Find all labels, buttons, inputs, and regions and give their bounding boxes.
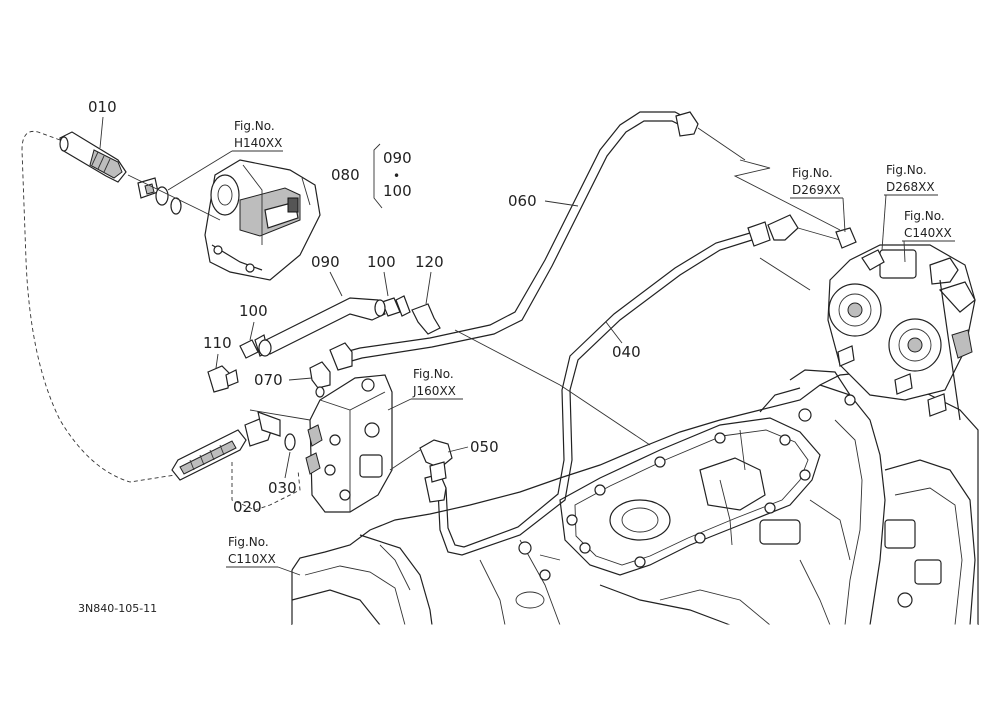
fig-ref-c110-code: C110XX (228, 552, 276, 566)
elbow-070 (309, 361, 331, 398)
callout-080: 080 (331, 166, 360, 184)
hydraulic-block (827, 227, 976, 421)
pipe-040 (424, 214, 841, 556)
callout-060: 060 (508, 192, 537, 210)
hose-090 (258, 297, 386, 357)
fig-ref-j160-label: Fig.No. (413, 367, 454, 381)
elbow-110 (207, 365, 239, 393)
transmission-housing (291, 369, 979, 626)
callout-030: 030 (268, 479, 297, 497)
fig-ref-j160-code: J160XX (412, 384, 456, 398)
hydraulic-pump (204, 159, 321, 281)
callout-020: 020 (233, 498, 262, 516)
fig-ref-d269-code: D269XX (792, 183, 841, 197)
callout-080-item-100: 100 (383, 182, 412, 200)
fig-ref-d269-label: Fig.No. (792, 166, 833, 180)
callout-120: 120 (415, 253, 444, 271)
fig-ref-c140-label: Fig.No. (904, 209, 945, 223)
leader-lines (249, 329, 651, 446)
elbow-050 (389, 439, 453, 483)
fig-ref-d268-label: Fig.No. (886, 163, 927, 177)
fig-ref-h140-label: Fig.No. (234, 119, 275, 133)
callout-110: 110 (203, 334, 232, 352)
fig-ref-d268-code: D268XX (886, 180, 935, 194)
callout-080-separator: • (393, 169, 400, 183)
drawing-reference-number: 3N840-105-11 (78, 602, 157, 615)
callout-100-lower: 100 (239, 302, 268, 320)
pump-fittings (127, 174, 221, 221)
callout-090: 090 (311, 253, 340, 271)
callout-040: 040 (612, 343, 641, 361)
fig-ref-h140-code: H140XX (234, 136, 282, 150)
callout-050: 050 (470, 438, 499, 456)
hose-010 (21, 130, 176, 483)
callout-010: 010 (88, 98, 117, 116)
control-valve (305, 374, 393, 513)
fig-ref-c110-label: Fig.No. (228, 535, 269, 549)
hose-020 (171, 411, 296, 481)
pipe-060 (329, 111, 841, 371)
callout-070: 070 (254, 371, 283, 389)
fig-ref-c140-code: C140XX (904, 226, 952, 240)
figure-references: Fig.No. H140XX Fig.No. D269XX Fig.No. D2… (167, 119, 955, 576)
fittings-100-120 (239, 295, 441, 359)
callout-080-item-090: 090 (383, 149, 412, 167)
callout-labels: 010 020 030 040 050 060 070 080 090 • 10… (88, 98, 641, 516)
callout-100-upper: 100 (367, 253, 396, 271)
